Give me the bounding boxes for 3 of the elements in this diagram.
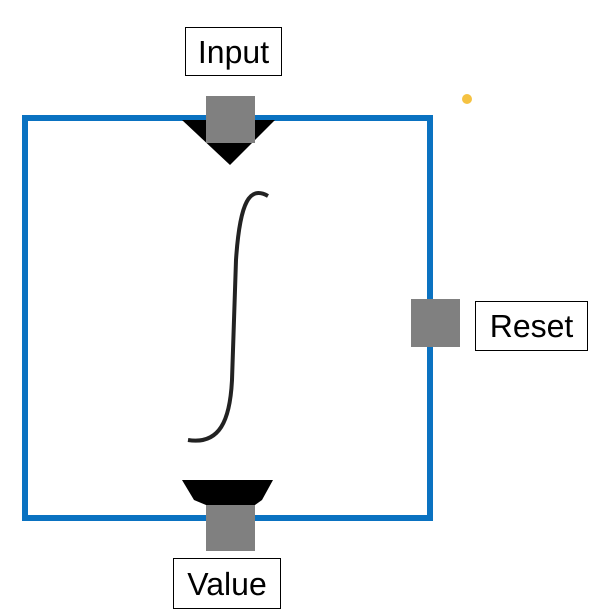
port-label: Input [185, 27, 282, 76]
port-label: Value [173, 558, 281, 609]
port-label: Reset [475, 301, 588, 351]
